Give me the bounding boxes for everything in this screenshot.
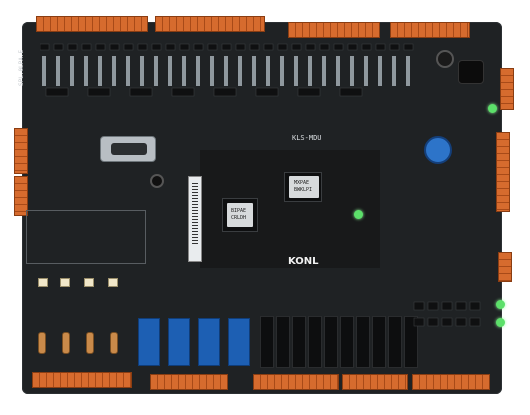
bottom-connector-4 bbox=[342, 374, 408, 390]
brand-logo: KONL bbox=[288, 256, 319, 267]
capacitor-blue bbox=[424, 136, 452, 164]
top-connector-3 bbox=[288, 22, 380, 38]
bottom-connector-2 bbox=[150, 374, 228, 390]
bottom-connector-1 bbox=[32, 372, 132, 388]
side-label: SPL.0LPA.E bbox=[18, 49, 25, 86]
inductor-top-right bbox=[458, 60, 484, 84]
resistor-4 bbox=[110, 332, 118, 354]
resistor-3 bbox=[86, 332, 94, 354]
relay-blue-3 bbox=[198, 318, 220, 366]
status-led-2 bbox=[496, 300, 505, 309]
relay-black-5 bbox=[324, 316, 338, 368]
relay-blue-1 bbox=[138, 318, 160, 366]
top-connector-1 bbox=[36, 16, 148, 32]
barcode-sticker bbox=[188, 176, 202, 262]
fuse-4 bbox=[108, 278, 118, 287]
relay-blue-4 bbox=[228, 318, 250, 366]
status-led-3 bbox=[496, 318, 505, 327]
relay-black-9 bbox=[388, 316, 402, 368]
capacitor-top-right bbox=[436, 50, 454, 68]
left-module bbox=[26, 210, 146, 264]
fuse-1 bbox=[38, 278, 48, 287]
mcu-left: BIPAE CRLDH bbox=[222, 198, 258, 232]
resistor-2 bbox=[62, 332, 70, 354]
bottom-connector-3 bbox=[253, 374, 339, 390]
fuse-2 bbox=[60, 278, 70, 287]
mcu-right: MXPAE BWKLPI bbox=[284, 172, 322, 202]
left-connector-2 bbox=[14, 176, 28, 216]
db9-serial-port bbox=[100, 136, 156, 162]
top-connector-4 bbox=[390, 22, 470, 38]
status-led-1 bbox=[354, 210, 363, 219]
right-connector-2 bbox=[496, 132, 510, 212]
relay-black-3 bbox=[292, 316, 306, 368]
resistor-1 bbox=[38, 332, 46, 354]
optocoupler-row-top bbox=[39, 42, 430, 98]
relay-black-8 bbox=[372, 316, 386, 368]
left-connector-1 bbox=[14, 128, 28, 174]
right-connector-1 bbox=[500, 68, 514, 110]
relay-black-2 bbox=[276, 316, 290, 368]
relay-blue-2 bbox=[168, 318, 190, 366]
bottom-connector-5 bbox=[412, 374, 490, 390]
fuse-3 bbox=[84, 278, 94, 287]
relay-black-1 bbox=[260, 316, 274, 368]
capacitor-small-left bbox=[150, 174, 164, 188]
board-id: KLS-MDU bbox=[292, 134, 322, 142]
relay-black-7 bbox=[356, 316, 370, 368]
relay-black-4 bbox=[308, 316, 322, 368]
relay-black-6 bbox=[340, 316, 354, 368]
top-connector-2 bbox=[155, 16, 265, 32]
right-lower-components bbox=[412, 298, 492, 348]
right-connector-3 bbox=[498, 252, 512, 282]
status-led-4 bbox=[488, 104, 497, 113]
relay-black-10 bbox=[404, 316, 418, 368]
